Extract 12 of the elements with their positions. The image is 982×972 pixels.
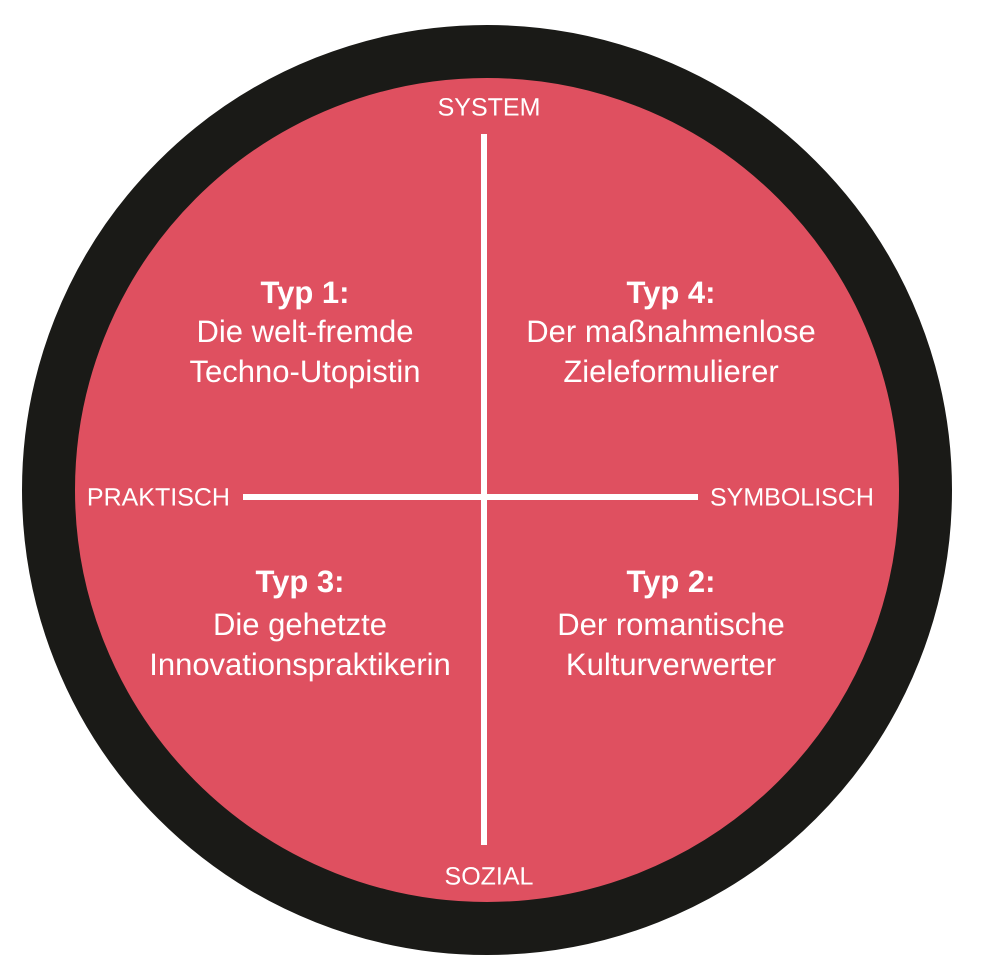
type-description: Der romantische Kulturverwerter [556, 606, 786, 684]
type-description: Die gehetzte Innovationspraktikerin [148, 606, 452, 684]
axis-label: SYSTEM [438, 96, 540, 120]
type-heading: Typ 4: [626, 274, 716, 312]
type-description: Die welt-fremde Techno-Utopistin [188, 313, 422, 391]
type-heading: Typ 3: [256, 563, 344, 601]
axis-label: PRAKTISCH [86, 486, 230, 510]
type-description: Der maßnahmenlose Zieleformulierer [525, 313, 817, 391]
type-heading: Typ 1: [260, 274, 350, 312]
axis-label: SYMBOLISCH [710, 486, 874, 510]
axis-label: SOZIAL [444, 864, 534, 890]
type-heading: Typ 2: [626, 563, 716, 601]
